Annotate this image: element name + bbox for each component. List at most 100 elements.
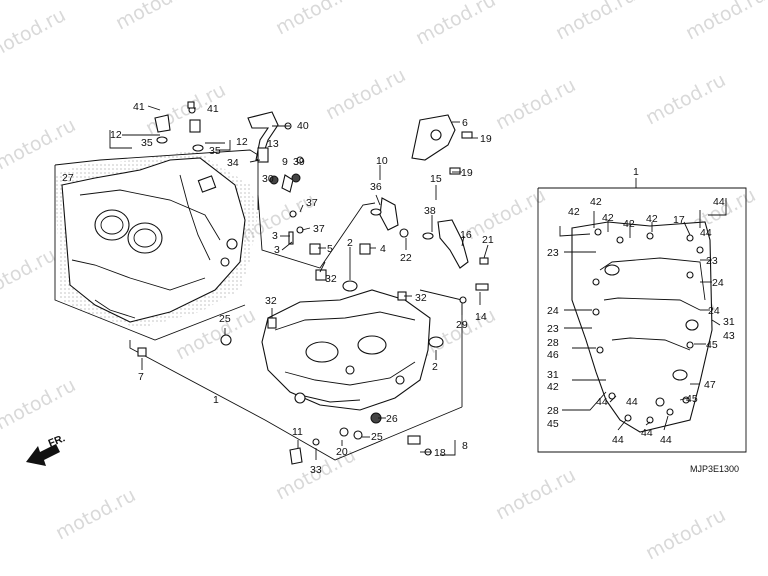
oil-pan-callout-44: 44 [641,427,653,439]
oil-pan-callout-44: 44 [626,396,638,408]
callout-1-main: 1 [213,394,219,406]
watermark-text: motod.ru [272,0,359,39]
callout-4: 4 [380,243,386,255]
watermark-text: motod.ru [552,0,639,44]
watermark-text: motod.ru [0,114,79,174]
callout-3-bottom: 3 [274,244,280,256]
oil-pan-callout-17: 17 [673,214,685,226]
oil-pan-callout-24: 24 [712,277,724,289]
oil-pan-callout-23: 23 [706,255,718,267]
oil-pan-callout-28: 28 [547,405,559,417]
leader-lines [109,105,489,460]
callout-36: 36 [370,181,382,193]
callout-32-top: 32 [325,273,337,285]
oil-pan-callout-45: 45 [706,339,718,351]
oil-pan-callout-23: 23 [547,323,559,335]
callout-35-right: 35 [209,145,221,157]
watermark-text: motod.ru [0,4,69,64]
oil-pan-callout-45: 45 [686,393,698,405]
oil-pan-callout-44: 44 [700,227,712,239]
callout-9: 9 [282,156,288,168]
oil-pan-callout-42: 42 [590,196,602,208]
oil-pan-panel [537,178,747,453]
callout-19-top: 19 [480,133,492,145]
oil-pan-callout-42: 42 [646,213,658,225]
oil-pan-callout-47: 47 [704,379,716,391]
watermark-text: motod.ru [322,64,409,124]
oil-pan-callout-44: 44 [713,196,725,208]
callout-25-bottom: 25 [371,431,383,443]
watermark-text: motod.ru [492,74,579,134]
callout-1-oil-pan: 1 [633,166,639,178]
oil-pan-callout-46: 46 [547,349,559,361]
callout-33: 33 [310,464,322,476]
watermark-text: motod.ru [0,374,79,434]
oil-pan-callout-42: 42 [623,218,635,230]
callout-5: 5 [327,243,333,255]
oil-pan-callout-23: 23 [547,247,559,259]
callout-3-top: 3 [272,230,278,242]
small-parts [137,101,489,465]
watermark-text: motod.ru [642,69,729,129]
watermark-text: motod.ru [412,0,499,49]
callout-12-right: 12 [236,136,248,148]
callout-32-right: 32 [415,292,427,304]
callout-11: 11 [292,426,303,438]
callout-39: 39 [293,156,305,168]
oil-pan-callout-42: 42 [547,381,559,393]
callout-20: 20 [336,446,348,458]
callout-16: 16 [460,229,472,241]
diagram-code: MJP3E1300 [690,464,739,474]
watermark-text: motod.ru [492,464,579,524]
watermark-text: motod.ru [52,484,139,544]
oil-pan-callout-44: 44 [612,434,624,446]
oil-pan-callout-31: 31 [723,316,735,328]
callout-41-left: 41 [133,101,145,113]
callout-13: 13 [267,138,279,150]
callout-38: 38 [424,205,436,217]
callout-37-bottom: 37 [313,223,325,235]
callout-26: 26 [386,413,398,425]
callout-35-left: 35 [141,137,153,149]
callout-37-top: 37 [306,197,318,209]
callout-19-mid: 19 [461,167,473,179]
oil-pan-callout-42: 42 [568,206,580,218]
callout-15: 15 [430,173,442,185]
oil-pan-callout-43: 43 [723,330,735,342]
callout-14: 14 [475,311,487,323]
callout-18: 18 [434,447,446,459]
callout-8: 8 [462,440,468,452]
oil-pan-callout-42: 42 [602,212,614,224]
callout-6: 6 [462,117,468,129]
oil-pan-callout-45: 45 [547,418,559,430]
callout-29: 29 [456,319,468,331]
watermark-text: motod.ru [642,504,729,564]
watermark-text: motod.ru [112,0,199,34]
watermark-text: motod.ru [682,0,768,44]
callout-7: 7 [138,371,144,383]
callout-27: 27 [62,172,74,184]
upper-crankcase [55,150,258,328]
callout-41-right: 41 [207,103,219,115]
oil-pan-callout-31: 31 [547,369,559,381]
oil-pan-callout-44: 44 [660,434,672,446]
callout-40: 40 [297,120,309,132]
callout-30: 30 [262,173,274,185]
front-arrow-icon: FR. [26,432,67,466]
oil-pan-callout-24: 24 [708,305,720,317]
callout-22: 22 [400,252,412,264]
lower-crankcase [261,289,431,411]
callout-2-bottom: 2 [432,361,438,373]
callout-12-left: 12 [110,129,122,141]
oil-pan-callout-44: 44 [596,396,608,408]
callout-32-left: 32 [265,295,277,307]
callout-21: 21 [482,234,494,246]
watermark-text: motod.ru [462,184,549,244]
upper-case-frame [54,149,376,341]
callout-25-left: 25 [219,313,231,325]
watermark-text: motod.ru [0,244,59,304]
callout-2-top: 2 [347,237,353,249]
front-arrow-label: FR. [47,432,67,449]
callout-10: 10 [376,155,388,167]
